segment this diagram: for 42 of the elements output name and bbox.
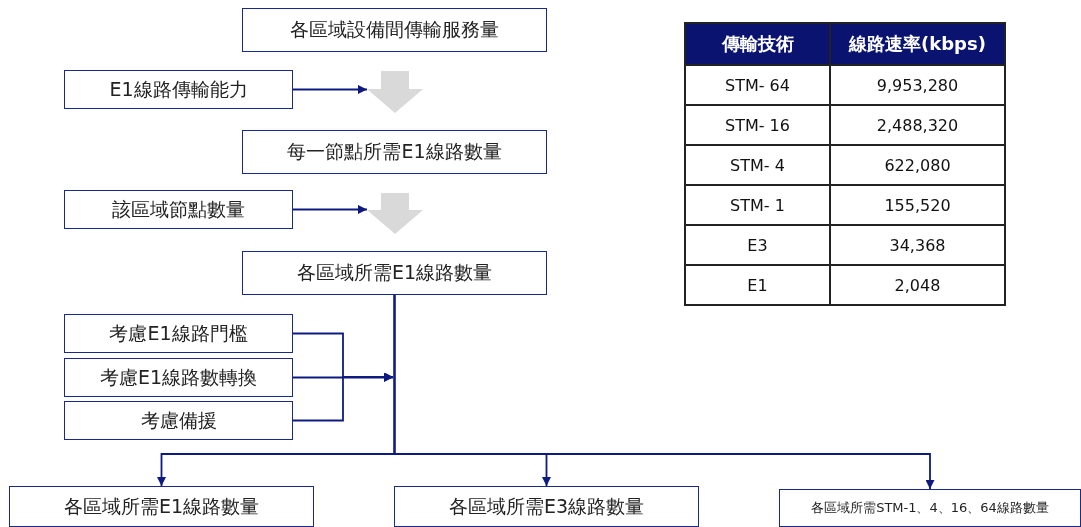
table-cell: E1 xyxy=(685,265,830,305)
box-label: 考慮E1線路門檻 xyxy=(109,320,248,346)
box-label: 各區域所需STM-1、4、16、64線路數量 xyxy=(811,499,1049,517)
table-cell: STM- 4 xyxy=(685,145,830,185)
box-label: 考慮備援 xyxy=(140,407,217,433)
table-cell: 155,520 xyxy=(830,185,1005,225)
arrow xyxy=(292,205,368,214)
process-box xyxy=(242,130,547,174)
block-arrow xyxy=(367,71,423,113)
table-cell: E3 xyxy=(685,225,830,265)
process-box xyxy=(394,486,699,527)
block-arrow xyxy=(367,193,423,234)
table-cell: 2,048 xyxy=(830,265,1005,305)
process-box xyxy=(779,489,1081,527)
box-label: 各區域所需E3線路數量 xyxy=(448,493,645,519)
box-label: 該區域節點數量 xyxy=(112,196,245,222)
table-header-cell: 線路速率(kbps) xyxy=(830,23,1005,65)
process-box xyxy=(64,358,293,397)
table-cell: STM- 1 xyxy=(685,185,830,225)
box-label: 各區域設備間傳輸服務量 xyxy=(290,17,499,42)
arrow xyxy=(292,85,368,94)
process-box xyxy=(64,401,293,440)
process-box xyxy=(64,190,293,229)
box-label: 各區域所需E1線路數量 xyxy=(296,260,493,285)
table-cell: STM- 64 xyxy=(685,65,830,105)
table-cell: 622,080 xyxy=(830,145,1005,185)
process-box xyxy=(242,8,547,52)
table-header-cell: 傳輸技術 xyxy=(685,23,830,65)
table-cell: 34,368 xyxy=(830,225,1005,265)
box-label: 考慮E1線路數轉換 xyxy=(99,364,258,390)
arrow xyxy=(292,372,394,422)
arrow xyxy=(393,294,935,490)
box-label: E1線路傳輸能力 xyxy=(109,76,248,102)
table-cell: STM- 16 xyxy=(685,105,830,145)
process-box xyxy=(242,251,547,295)
process-box xyxy=(64,314,293,353)
table-cell: 9,953,280 xyxy=(830,65,1005,105)
process-box xyxy=(64,70,293,109)
box-label: 各區域所需E1線路數量 xyxy=(63,493,260,519)
box-label: 每一節點所需E1線路數量 xyxy=(287,139,502,164)
table-cell: 2,488,320 xyxy=(830,105,1005,145)
process-box xyxy=(9,486,314,527)
